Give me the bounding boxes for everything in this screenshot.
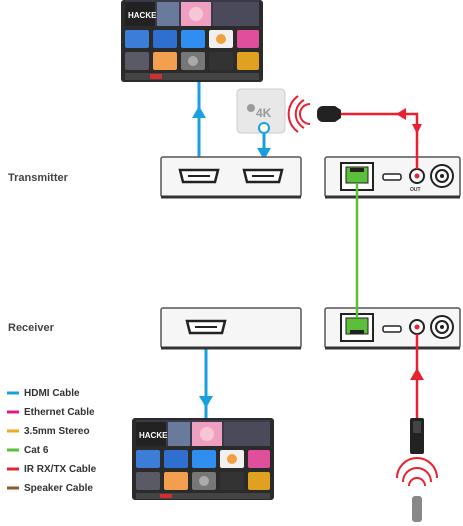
ir-receiver-icon [396, 418, 438, 522]
tv-banner-top: HACKED [128, 11, 162, 20]
legend-label: IR RX/TX Cable [24, 464, 97, 475]
legend-label: Speaker Cable [24, 483, 93, 494]
hdmi-cable-top [192, 82, 206, 166]
receiver-back-panel [324, 307, 461, 350]
ir-emitter-icon [287, 95, 341, 133]
apple-tv-4k-badge: 4K [236, 88, 286, 134]
ir-receiver-cable [410, 334, 424, 418]
top-tv-screen: HACKED [121, 0, 263, 82]
legend-label: Cat 6 [24, 445, 49, 456]
transmitter-label: Transmitter [8, 172, 69, 184]
receiver-front-panel [160, 307, 302, 350]
legend-label: HDMI Cable [24, 388, 80, 399]
legend-label: 3.5mm Stereo [24, 426, 90, 437]
transmitter-back-panel: OUT [324, 156, 461, 199]
receiver-label: Receiver [8, 322, 55, 334]
legend-label: Ethernet Cable [24, 407, 95, 418]
tv-banner-bottom: HACKED [139, 431, 173, 440]
ir-emitter-cable [340, 108, 422, 169]
out-port-label: OUT [410, 187, 421, 193]
bottom-tv-screen: HACKED [132, 418, 274, 500]
transmitter-front-panel [160, 156, 302, 199]
badge-4k-text: 4K [256, 106, 272, 120]
